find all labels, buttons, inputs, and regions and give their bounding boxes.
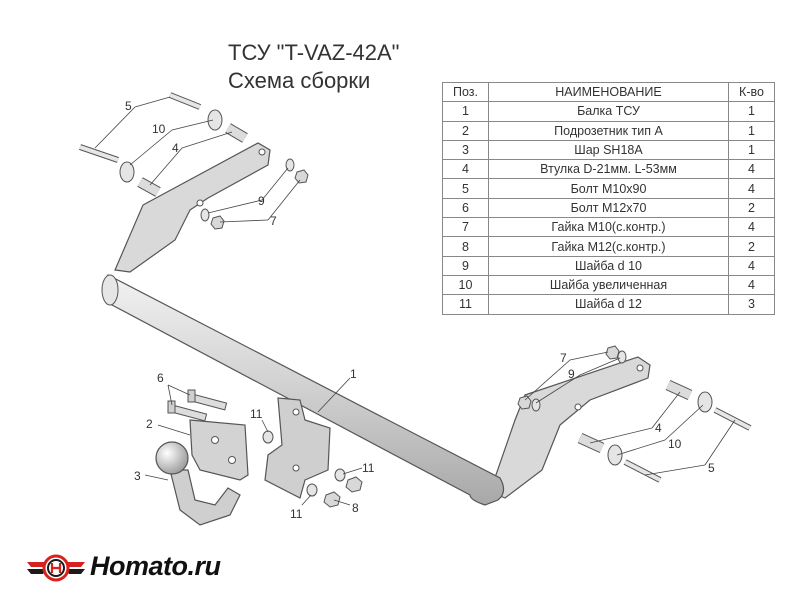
bracket-hole (636, 364, 644, 372)
plate-hole (292, 464, 300, 472)
beam-end-cap (101, 274, 119, 306)
drawing-title: ТСУ "T-VAZ-42A" (228, 40, 400, 65)
callout-11-a: 11 (250, 407, 263, 421)
sleeve (665, 379, 693, 401)
drawing-subtitle: Схема сборки (228, 68, 371, 93)
nut-m10 (294, 169, 309, 184)
nut-m12 (345, 476, 363, 493)
row-qty: 3 (728, 294, 775, 315)
callout-1: 1 (350, 367, 357, 381)
callout-9-left: 9 (258, 194, 265, 208)
callout-3: 3 (134, 469, 141, 483)
callout-11-b: 11 (362, 461, 375, 475)
car-wing-logo-icon (27, 554, 85, 582)
socket-holder-hole (211, 436, 219, 444)
bolt-m10 (168, 92, 202, 110)
socket-holder-hole (228, 456, 236, 464)
center-plate (264, 397, 331, 499)
callout-4-right: 4 (655, 421, 662, 435)
row-pos: 11 (442, 294, 489, 315)
washer-large (207, 109, 223, 131)
row-name: Шайба увеличенная (488, 274, 729, 296)
callout-10-left: 10 (152, 122, 166, 136)
callout-5-left: 5 (125, 99, 132, 113)
washer-large (697, 391, 713, 413)
row-name: Подрозетник тип А (488, 120, 729, 141)
washer-large (119, 161, 135, 183)
nut-m10 (605, 345, 620, 360)
washer-large (607, 444, 623, 466)
logo-text: Homato.ru (90, 551, 221, 581)
bracket-hole (258, 148, 266, 156)
washer-d12 (262, 430, 274, 444)
row-qty: 4 (728, 178, 775, 199)
header-pos: Поз. (442, 81, 489, 103)
row-name: Болт М10х90 (488, 178, 729, 199)
leader-lines (94, 96, 736, 506)
row-name: Втулка D-21мм. L-53мм (488, 159, 729, 180)
sleeve (225, 123, 248, 143)
callout-8: 8 (352, 501, 359, 515)
plate-hole (292, 408, 300, 416)
washer-d12 (334, 468, 346, 482)
callout-9-right: 9 (568, 367, 575, 381)
bolt-m12 (187, 389, 228, 411)
callout-7-right: 7 (560, 351, 567, 365)
row-name: Шайба d 12 (488, 294, 729, 315)
bolt-m10 (713, 407, 752, 431)
sleeve (137, 177, 161, 197)
parts-table-header: Поз. НАИМЕНОВАНИЕ К-во (442, 81, 775, 103)
callout-7-left: 7 (270, 214, 277, 228)
bracket-hole (574, 403, 582, 411)
right-side-bracket (489, 356, 651, 499)
callout-10-right: 10 (668, 437, 682, 451)
callout-5-right: 5 (708, 461, 715, 475)
washer-d10 (617, 350, 627, 364)
socket-holder (189, 419, 249, 481)
tow-ball (155, 441, 189, 475)
washer-d10 (200, 208, 210, 222)
bracket-hole (196, 199, 204, 207)
callout-6: 6 (157, 371, 164, 385)
callout-4-left: 4 (172, 141, 179, 155)
nut-m10 (210, 215, 225, 230)
callout-2: 2 (146, 417, 153, 431)
tow-ball-neck (169, 469, 241, 526)
bolt-m12 (167, 400, 208, 422)
bolt-m10 (79, 144, 119, 163)
callout-11-c: 11 (290, 507, 303, 521)
row-name: Болт М12х70 (488, 197, 729, 219)
washer-d12 (306, 483, 318, 497)
nut-m12 (323, 491, 341, 508)
nut-m10 (517, 395, 532, 410)
bolt-m10 (623, 459, 662, 483)
left-side-bracket (114, 142, 271, 273)
